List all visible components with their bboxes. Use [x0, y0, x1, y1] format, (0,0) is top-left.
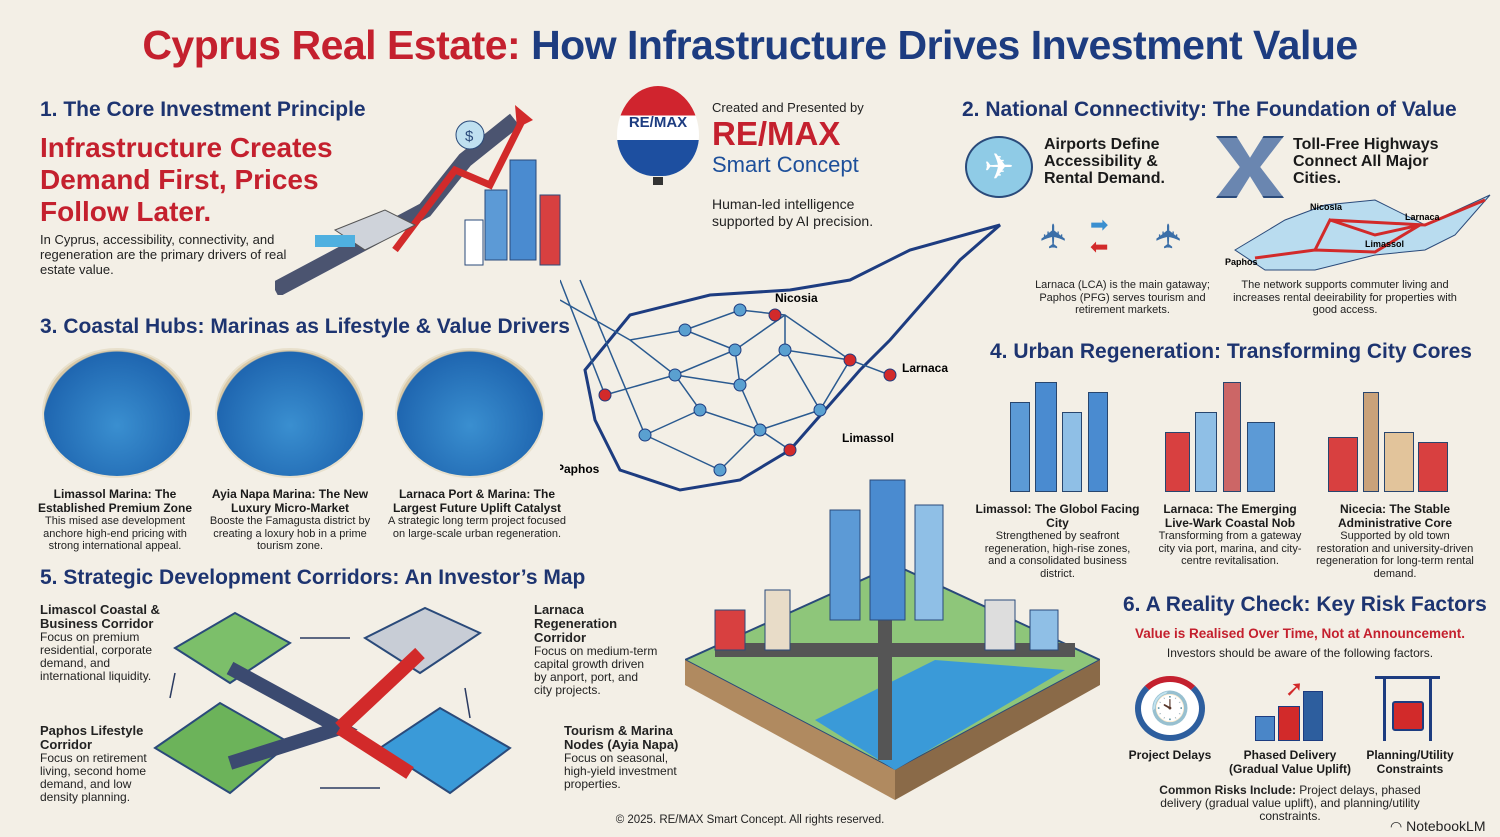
- arrow-right-icon: ➡: [1090, 212, 1109, 237]
- limassol-marina-illustration: [42, 348, 192, 478]
- map-label-larnaca: Larnaca: [1405, 212, 1441, 222]
- map-label-limassol: Limassol: [842, 431, 894, 445]
- limassol-city-illustration: [990, 372, 1135, 492]
- created-by-label: Created and Presented by: [712, 100, 864, 115]
- svg-text:$: $: [465, 128, 474, 145]
- marina-item: Limassol Marina: The Established Premium…: [37, 487, 193, 552]
- nicosia-city-illustration: [1318, 372, 1463, 492]
- section-5-heading: 5. Strategic Development Corridors: An I…: [40, 566, 586, 589]
- highway-map-illustration: Nicosla Larnaca Limassol Paphos: [1225, 194, 1491, 271]
- notebooklm-icon: ◠: [1390, 818, 1407, 834]
- phased-chart-icon: ➚: [1255, 676, 1325, 741]
- brand-tagline: Human-led intelligence supported by AI p…: [712, 196, 874, 229]
- section-3-heading: 3. Coastal Hubs: Marinas as Lifestyle & …: [40, 315, 570, 338]
- highway-interchange-icon: [1216, 136, 1284, 198]
- marina-item: Larnaca Port & Marina: The Largest Futur…: [388, 487, 566, 540]
- section-6-heading: 6. A Reality Check: Key Risk Factors: [1123, 593, 1487, 616]
- notebooklm-badge: ◠ NotebookLM: [1390, 818, 1486, 834]
- airplane-icon: ✈: [1150, 221, 1189, 251]
- map-label-nicosia: Nicosia: [775, 291, 818, 305]
- airport-exchange-illustration: ✈ ➡ ⬅ ✈: [1030, 196, 1210, 272]
- risk-summary: Common Risks Include: Project delays, ph…: [1159, 783, 1421, 823]
- infrastructure-growth-illustration: $: [275, 105, 561, 295]
- regeneration-item: Larnaca: The Emerging Live-Wark Coastal …: [1158, 502, 1302, 567]
- risk-intro: Investors should be aware of the followi…: [1166, 646, 1434, 660]
- marina-item: Ayia Napa Marina: The New Luxury Micro-M…: [209, 487, 371, 552]
- section-1-heading: 1. The Core Investment Principle: [40, 98, 366, 121]
- airports-title: Airports Define Accessibility & Rental D…: [1044, 136, 1165, 187]
- copyright-footer: © 2025. RE/MAX Smart Concept. All rights…: [615, 814, 885, 826]
- core-principle-body: In Cyprus, accessibility, connectivity, …: [40, 232, 287, 277]
- core-principle-headline: Infrastructure Creates Demand First, Pri…: [40, 132, 333, 227]
- utility-lock-icon: [1375, 676, 1440, 741]
- risk-project-delays: Project Delays: [1128, 748, 1212, 762]
- corridor-ayia-napa: Tourism & Marina Nodes (Ayia Napa)Focus …: [564, 723, 679, 791]
- map-label-limassol: Limassol: [1365, 239, 1404, 249]
- map-label-larnaca: Larnaca: [902, 361, 948, 375]
- risk-headline: Value is Realised Over Time, Not at Anno…: [1134, 626, 1466, 641]
- arrow-left-icon: ⬅: [1090, 234, 1109, 259]
- corridor-map-illustration: [153, 606, 512, 795]
- airplane-globe-icon: ✈: [965, 136, 1033, 198]
- map-label-nicosia: Nicosla: [1310, 202, 1343, 212]
- ayia-napa-marina-illustration: [215, 348, 365, 478]
- page-title: Cyprus Real Estate: How Infrastructure D…: [142, 22, 1358, 68]
- map-label-paphos: Paphos: [1225, 257, 1258, 267]
- city-harbour-illustration: [685, 479, 1100, 800]
- airports-description: Larnaca (LCA) is the main gataway; Papho…: [1035, 279, 1210, 316]
- remax-balloon-logo: RE/MAX: [617, 86, 699, 185]
- risk-planning-utility: Planning/Utility Constraints: [1366, 748, 1454, 776]
- airplane-icon: ✈: [1035, 221, 1074, 251]
- larnaca-city-illustration: [1155, 372, 1300, 492]
- brand-name: RE/MAX: [712, 115, 841, 152]
- map-label-paphos: Paphos: [560, 462, 600, 476]
- cyprus-network-map: Nicosia Larnaca Limassol Paphos: [560, 223, 1001, 492]
- larnaca-port-illustration: [395, 348, 545, 478]
- clock-gear-icon: 🕙: [1135, 676, 1205, 741]
- risk-phased-delivery: Phased Delivery (Gradual Value Uplift): [1228, 748, 1351, 776]
- section-2-heading: 2. National Connectivity: The Foundation…: [962, 98, 1457, 121]
- highways-description: The network supports commuter living and…: [1233, 279, 1457, 316]
- brand-subtitle: Smart Concept: [712, 152, 859, 177]
- section-4-heading: 4. Urban Regeneration: Transforming City…: [990, 340, 1472, 363]
- highways-title: Toll-Free Highways Connect All Major Cit…: [1293, 136, 1439, 187]
